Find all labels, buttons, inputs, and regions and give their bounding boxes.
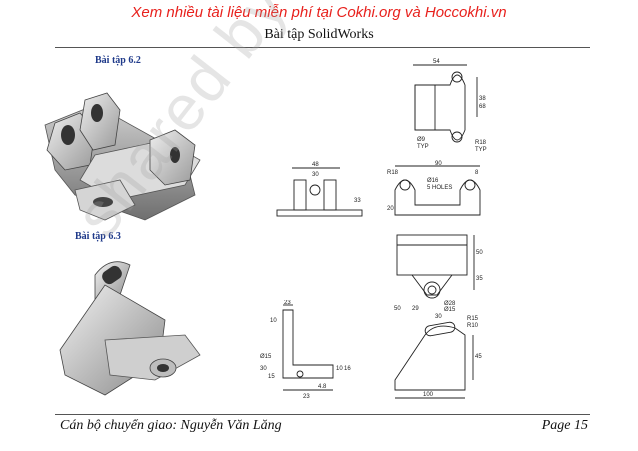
svg-text:54: 54: [433, 59, 440, 65]
svg-text:Ø15: Ø15: [444, 307, 456, 313]
footer-author: Cán bộ chuyển giao: Nguyễn Văn Lăng: [60, 418, 282, 433]
svg-text:R18: R18: [475, 140, 487, 146]
svg-text:30: 30: [260, 366, 267, 372]
svg-text:35: 35: [476, 276, 483, 282]
site-banner: Xem nhiều tài liệu miễn phí tại Cokhi.or…: [131, 4, 507, 21]
svg-text:30: 30: [435, 314, 442, 320]
svg-text:16: 16: [344, 366, 351, 372]
drawing-6-3-front-view: 30 R15 R10 45 100: [394, 314, 482, 399]
svg-text:R15: R15: [467, 316, 479, 322]
svg-text:33: 33: [354, 198, 361, 204]
footer-page-number: Page 15: [541, 418, 588, 433]
header-divider: [55, 47, 590, 48]
svg-text:23: 23: [303, 394, 310, 400]
svg-text:R18: R18: [387, 170, 399, 176]
svg-text:45: 45: [475, 354, 482, 360]
svg-text:5 HOLES: 5 HOLES: [427, 185, 452, 191]
svg-text:Ø9: Ø9: [417, 137, 426, 143]
svg-text:90: 90: [435, 161, 442, 167]
svg-text:R10: R10: [467, 323, 479, 329]
svg-text:29: 29: [412, 306, 419, 312]
svg-text:68: 68: [479, 104, 486, 110]
svg-text:8: 8: [475, 170, 479, 176]
part-6-3-isometric: [59, 261, 201, 396]
svg-text:TYP: TYP: [417, 144, 429, 150]
svg-text:15: 15: [268, 374, 275, 380]
svg-text:20: 20: [387, 206, 394, 212]
svg-text:48: 48: [312, 162, 319, 168]
footer-divider: [55, 414, 590, 415]
drawing-6-2-side-view: 90 R18 8 Ø16 5 HOLES 20: [387, 161, 481, 216]
svg-text:TYP: TYP: [475, 147, 487, 153]
svg-text:10: 10: [270, 318, 277, 324]
svg-text:Ø15: Ø15: [260, 354, 272, 360]
svg-text:4.8: 4.8: [318, 384, 327, 390]
svg-text:10: 10: [336, 366, 343, 372]
svg-text:Ø16: Ø16: [427, 178, 439, 184]
svg-text:100: 100: [423, 392, 434, 398]
drawing-6-2-front-view: 48 30 33: [276, 162, 363, 217]
part-6-2-isometric: [44, 92, 201, 221]
svg-text:38: 38: [479, 96, 486, 102]
drawing-6-2-top-view: 54 38 68 Ø9 TYP R18 TYP: [413, 59, 487, 153]
drawing-6-3-top-view: 50 35 29 50 Ø28 Ø15: [394, 234, 483, 313]
svg-text:50: 50: [394, 306, 401, 312]
svg-text:30: 30: [312, 172, 319, 178]
exercise-label-6-3: Bài tập 6.3: [75, 231, 121, 242]
exercise-label-6-2: Bài tập 6.2: [95, 55, 141, 66]
page-title: Bài tập SolidWorks: [264, 27, 374, 42]
svg-text:Ø28: Ø28: [444, 301, 456, 307]
svg-text:50: 50: [476, 250, 483, 256]
svg-text:23: 23: [284, 300, 291, 306]
drawing-6-3-side-view: 23 10 Ø15 30 15 10 16 4.8 23: [260, 300, 351, 400]
